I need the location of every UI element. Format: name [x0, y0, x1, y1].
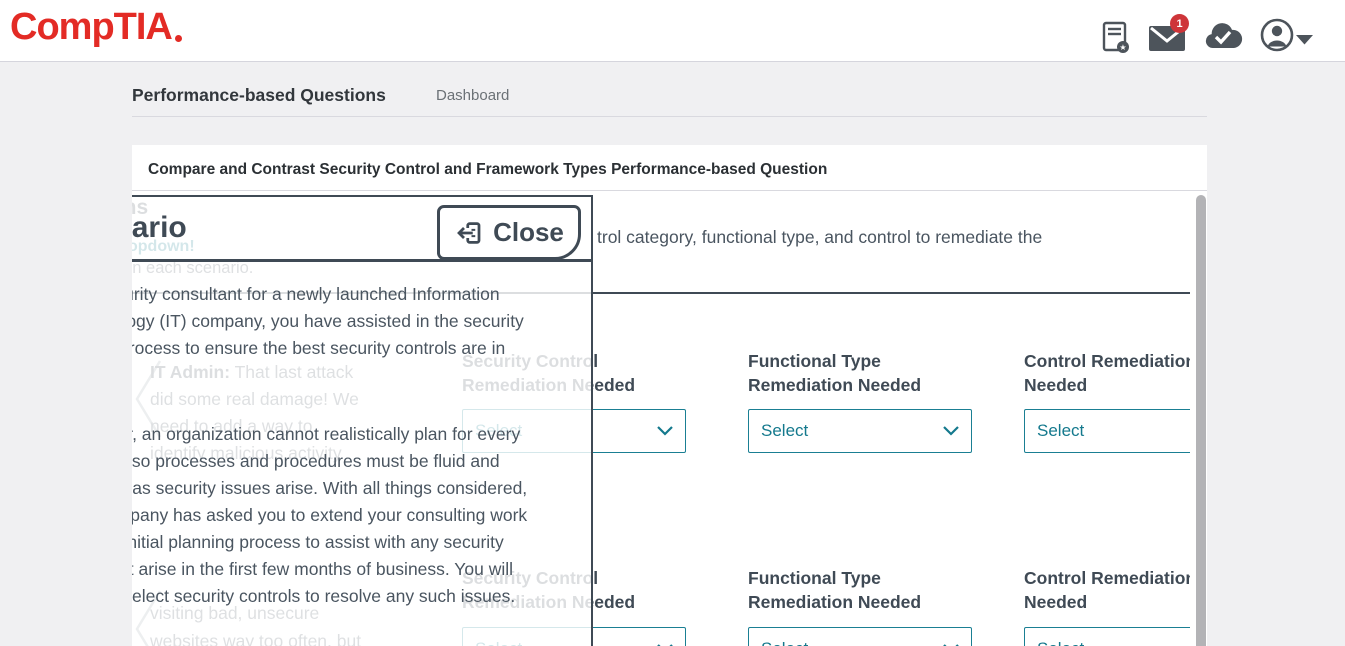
question-card: Compare and Contrast Security Control an…: [132, 145, 1207, 646]
scenario-p2-line2: scenario, so processes and procedures mu…: [132, 451, 500, 471]
comptia-logo[interactable]: CompTIA: [10, 6, 182, 49]
row2-functional-type-select[interactable]: Select: [748, 627, 972, 646]
scenario-p1-line2: Technology (IT) company, you have assist…: [132, 311, 524, 331]
scenario-modal: Scenario Close As a security c: [132, 195, 593, 646]
close-button[interactable]: Close: [437, 205, 581, 260]
vertical-scrollbar-thumb[interactable]: [1196, 195, 1206, 646]
top-bar: CompTIA ★ 1: [0, 0, 1345, 62]
close-button-label: Close: [493, 217, 564, 247]
content-clip: Instructions dropdown! trol category, fu…: [132, 191, 1190, 646]
question-card-title: Compare and Contrast Security Control an…: [148, 161, 828, 178]
row2-control-select[interactable]: Select: [1024, 627, 1190, 646]
transcript-icon[interactable]: ★: [1100, 21, 1130, 59]
row1-control-select[interactable]: Select: [1024, 409, 1190, 453]
scenario-modal-title: Scenario: [132, 211, 187, 244]
scenario-p1-line1: As a security consultant for a newly lau…: [132, 284, 500, 304]
chevron-down-icon: [657, 426, 673, 436]
logo-trademark-dot: [174, 35, 182, 42]
instruction-line1-fragment: trol category, functional type, and cont…: [597, 227, 1043, 247]
mail-badge: 1: [1170, 14, 1189, 33]
scenario-p2-line1: However, an organization cannot realisti…: [132, 424, 521, 444]
mail-icon[interactable]: 1: [1148, 14, 1189, 56]
caret-down-icon[interactable]: [1296, 32, 1313, 50]
scenario-p2-line7: need to select security controls to reso…: [132, 586, 516, 606]
cloud-sync-icon[interactable]: [1203, 23, 1243, 55]
modal-divider: [132, 259, 591, 262]
page-title: Performance-based Questions: [132, 85, 386, 105]
scenario-p2-line6: issues that arise in the first few month…: [132, 559, 514, 579]
scenario-p2-line5: beyond the initial planning process to a…: [132, 532, 504, 552]
account-icon[interactable]: [1260, 18, 1294, 57]
card-header-divider: [132, 190, 1207, 191]
instructions-divider: [132, 292, 1190, 294]
breadcrumb-dashboard[interactable]: Dashboard: [436, 87, 510, 104]
exit-icon: [457, 221, 481, 244]
svg-text:★: ★: [1119, 43, 1126, 52]
chevron-down-icon: [943, 426, 959, 436]
page-divider: [132, 116, 1207, 117]
row1-functional-type-select[interactable]: Select: [748, 409, 972, 453]
question-viewport: Instructions dropdown! trol category, fu…: [132, 191, 1207, 646]
logo-text: CompTIA: [10, 6, 173, 48]
scenario-p2-line3: change as security issues arise. With al…: [132, 478, 528, 498]
scenario-p1-line3: planning process to ensure the best secu…: [132, 338, 506, 358]
scenario-p2-line4: the company has asked you to extend your…: [132, 505, 528, 525]
